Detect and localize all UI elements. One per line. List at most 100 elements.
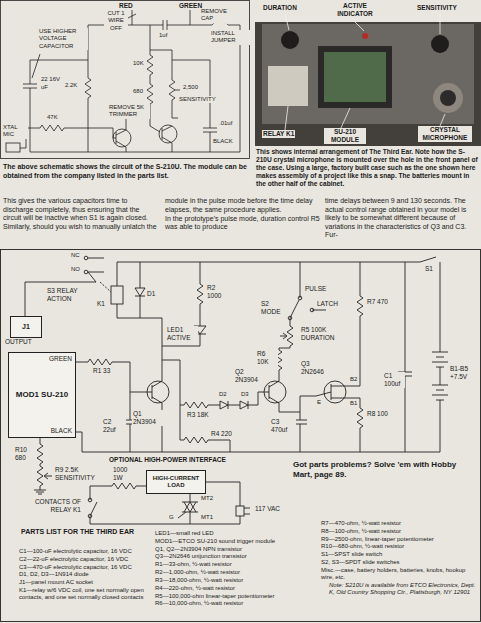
photograph [433,83,463,113]
small-schematic [1,1,250,159]
part-label: S2 MODE [260,300,286,316]
schematic-label: CUT 1 WIRE OFF [104,10,128,32]
part-label: NC [70,252,81,259]
part-label: PULSE [304,285,327,293]
parts-list-item: R3—18,000-ohm, ½-watt resistor [154,577,244,584]
part-label: R10 680 [14,446,36,462]
parts-list-item: R5—100,000-ohm linear-taper potentiomete… [154,593,275,600]
photo-callout: ACTIVE INDICATOR [334,2,376,18]
part-label: R3 18K [186,411,210,419]
figure-caption: The above schematic shows the circuit of… [2,163,250,180]
photograph [440,90,456,106]
schematic-label: 2,500 [182,84,199,91]
schematic-label: .01uf [218,120,233,127]
part-label: S1 [424,265,434,273]
parts-list-item: R7—470-ohm, ½-watt resistor [320,520,402,527]
node-text: MOD1 SU-210 [12,390,72,400]
schematic-label: USE HIGHER VOLTAGE CAPACITOR [38,28,88,50]
part-label: R6 10K [256,350,278,366]
parts-list-item: R4—220-ohm, ½-watt resistor [154,585,236,592]
part-label: OPTIONAL HIGH-POWER INTERFACE [108,456,227,464]
photograph [268,66,308,106]
body-text: This gives the various capacitors time t… [2,197,160,231]
schematic-label: REMOVE CAP [200,8,232,23]
main-schematic [398,262,412,452]
main-schematic [162,262,206,381]
main-schematic [264,381,286,403]
part-label: S3 RELAY ACTION [46,287,88,303]
part-label: R7 470 [366,298,389,306]
main-schematic [74,359,141,452]
schematic-label: RED [118,2,134,10]
photograph [255,0,481,146]
photo-callout: SENSITIVITY [416,4,458,12]
photograph [318,46,392,108]
node-text: GREEN [12,355,72,363]
part-label: R1 33 [92,367,111,375]
photo-callout: CRYSTAL MICROPHONE [418,126,472,142]
small-schematic [20,125,113,148]
schematic-label: XTAL MIC [2,124,28,139]
photo-callout: DURATION [262,4,298,12]
main-schematic [162,360,269,409]
main-schematic [84,256,88,260]
main-schematic [220,401,248,409]
schematic-label: BLACK [212,138,234,145]
body-text: In the prototype's pulse mode, duration … [164,215,322,232]
schematic-label: 2.2K [64,82,78,89]
parts-list-item: Q1, Q2—2N3904 NPN transistor [154,546,243,553]
parts-list-item: R2—1,000-ohm, ½-watt resistor [154,569,241,576]
photograph [431,35,449,53]
part-label: D3 [240,391,250,398]
part-label: C2 22uf [102,418,126,434]
figure-caption: This shows internal arrangement of The T… [255,148,479,188]
small-schematic [113,118,172,152]
part-label: E [316,399,322,406]
main-schematic [293,384,331,452]
parts-list-item: LED1—small red LED [154,530,215,537]
part-label: R2 1000 [206,284,230,300]
main-schematic [117,262,162,318]
main-schematic [82,257,448,452]
node-text: BLACK [12,427,72,435]
leader-line [285,14,445,130]
main-schematic [288,316,292,320]
schematic-label: REMOVE 5K TRIMMER [108,104,150,119]
photograph [324,52,386,102]
part-label: Q1 2N3904 [132,410,164,426]
notice-text: Got parts problems? Solve 'em with Hobby… [292,460,474,480]
main-schematic [84,270,88,274]
part-label: R5 100K DURATION [300,326,342,342]
main-schematic [88,514,92,518]
parts-list-item: S1—SPST slide switch [320,551,383,558]
parts-list-item: Note: S210U is available from ETCO Elect… [328,582,478,597]
schematic-label: uF [40,84,49,91]
parts-list-item: C3—470-uF electrolytic capacitor, 16 VDC [18,564,133,571]
jack-box: J1OUTPUT [10,316,42,338]
photograph [281,31,299,49]
part-label: D2 [218,391,228,398]
photograph [262,24,474,124]
small-schematic [1,1,250,159]
body-text: module in the pulse mode before the time… [164,197,322,214]
parts-list-item: Q3—2N2646 unijunction transistor [154,553,248,560]
photo-callout: SU-210 MODULE [324,128,366,144]
parts-list-item: R6—10,000-ohm, ½-watt resistor [154,600,244,607]
photograph [362,33,368,39]
main-schematic [310,308,314,312]
parts-list-item: R9—2500-ohm, linear-taper potentiometer [320,536,435,543]
main-schematic [25,258,104,316]
leader-line [285,14,445,130]
node-text: HIGH-CURRENT LOAD [150,475,202,489]
part-label: R4 220 [210,430,233,438]
main-schematic [111,286,123,304]
parts-list-item: R1—33-ohm, ½-watt resistor [154,561,233,568]
parts-list-item: K1—relay w/6 VDC coil, one set normally … [18,587,152,602]
parts-list-item: C2—22-uF electrolytic capacitor, 16 VDC [18,556,129,563]
main-schematic [1,250,481,622]
node-text: J1 [14,323,38,331]
schematic-label: INSTALL JUMPER [210,30,250,45]
parts-list-item: S2, S3—SPDT slide switches [320,559,401,566]
photo-callout: RELAY K1 [262,130,295,138]
main-schematic [180,405,230,452]
